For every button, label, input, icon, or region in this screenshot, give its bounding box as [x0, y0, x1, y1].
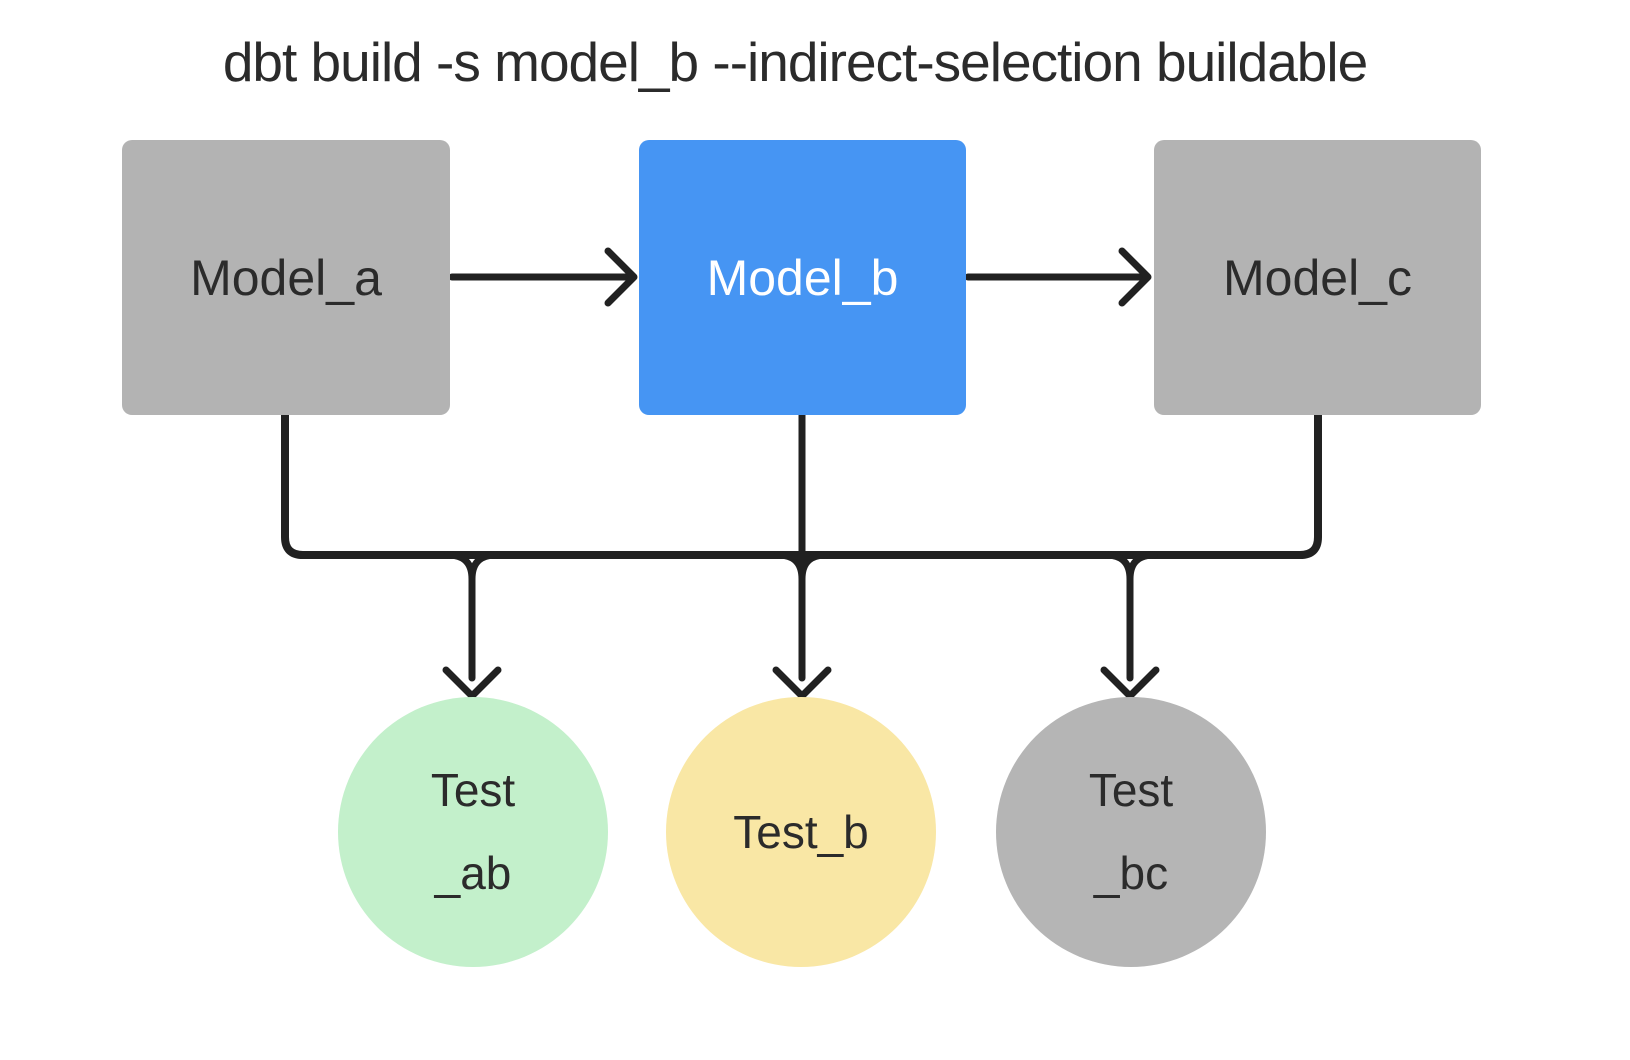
node-test-ab-label-line2: _ab — [434, 847, 512, 899]
junction-fillet-test-b-left — [774, 551, 806, 583]
junction-fillet-test-ab-left — [444, 551, 476, 583]
node-test-b: Test_b — [666, 697, 936, 967]
node-model-a-label: Model_a — [190, 249, 382, 306]
junction-fillet-test-bc-left — [1102, 551, 1134, 583]
arrowhead-test-bc-icon — [1100, 666, 1160, 700]
arrowhead-model-b-icon — [604, 247, 638, 307]
diagram-title: dbt build -s model_b --indirect-selectio… — [222, 31, 1368, 93]
arrowhead-model-c-icon — [1118, 247, 1152, 307]
arrowhead-test-ab-icon — [442, 666, 502, 700]
junction-fillet-test-ab-right — [468, 551, 500, 583]
node-test-bc-label-line2: _bc — [1093, 847, 1169, 899]
node-test-bc: Test _bc — [996, 697, 1266, 967]
arrowhead-test-b-icon — [772, 666, 832, 700]
node-test-b-label-line1: Test_b — [733, 805, 869, 858]
node-model-a: Model_a — [122, 140, 450, 415]
junction-fillet-test-bc-right — [1126, 551, 1158, 583]
node-model-c-label: Model_c — [1223, 249, 1412, 306]
node-test-ab: Test _ab — [338, 697, 608, 967]
node-model-c: Model_c — [1154, 140, 1481, 415]
node-test-bc-label-line1: Test — [1088, 764, 1174, 817]
node-model-b: Model_b — [639, 140, 966, 415]
junction-fillet-test-b-right — [798, 551, 830, 583]
node-test-ab-label-line1: Test — [430, 764, 516, 817]
node-model-b-label: Model_b — [706, 249, 899, 306]
